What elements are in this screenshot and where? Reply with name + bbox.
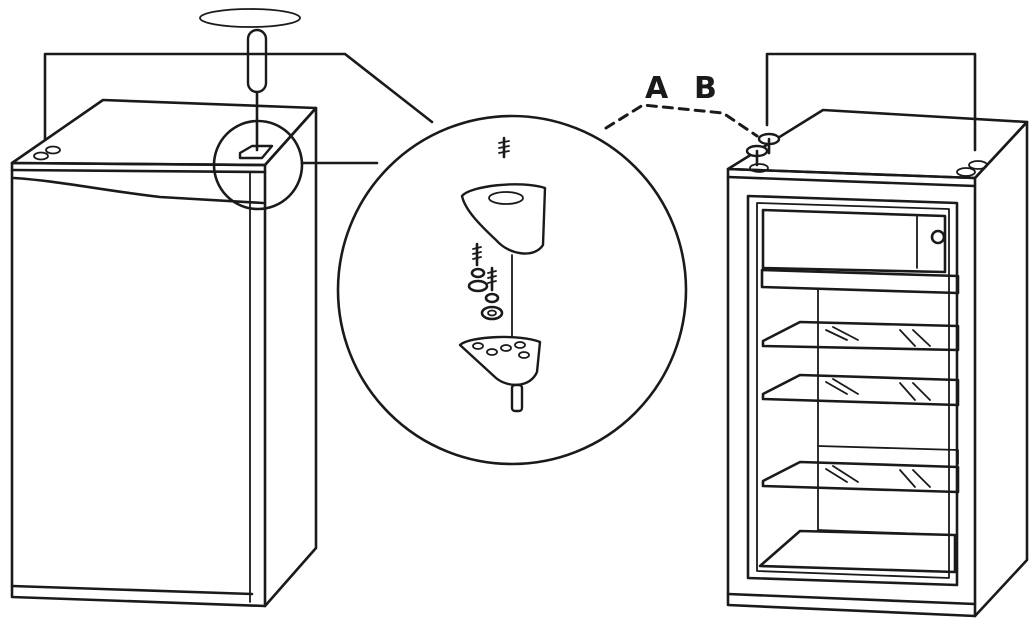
glass-shelf-1 <box>761 320 960 352</box>
hinge-detail-zoom <box>336 114 688 466</box>
rotation-arrow-icon <box>199 8 301 28</box>
fridge-closed-front <box>10 161 267 608</box>
callout-label-b: B <box>694 71 717 106</box>
fridge-open-side <box>973 120 1029 618</box>
callout-labels: A B <box>604 71 759 138</box>
fridge-closed <box>10 98 318 608</box>
hinge-pin <box>510 383 524 413</box>
left-connector-bracket <box>43 52 434 142</box>
thermostat-knob <box>930 229 946 245</box>
fridge-interior <box>746 194 959 587</box>
crisper-drawer <box>758 529 957 574</box>
glass-shelf-3 <box>761 460 960 494</box>
callout-label-a: A <box>645 71 669 106</box>
zoom-circle <box>336 114 688 466</box>
screwdriver <box>199 8 301 152</box>
callout-leader-line <box>604 103 759 138</box>
hinge-parts-ab <box>745 132 781 173</box>
door-handle-recess <box>12 176 265 205</box>
right-connector-bracket <box>765 52 977 152</box>
fridge-closed-top <box>10 98 318 167</box>
fridge-closed-side <box>263 106 318 608</box>
fridge-open-front <box>726 167 977 618</box>
upper-screw <box>498 136 510 159</box>
lower-hinge-plate <box>458 335 542 386</box>
mounting-screws-and-washers <box>467 242 504 321</box>
door-top-edge <box>10 168 267 174</box>
freezer-compartment <box>761 208 947 274</box>
fridge-open <box>726 108 1029 618</box>
upper-hinge-plate <box>460 183 547 255</box>
glass-shelf-2 <box>761 373 960 407</box>
top-hinge <box>238 144 274 160</box>
